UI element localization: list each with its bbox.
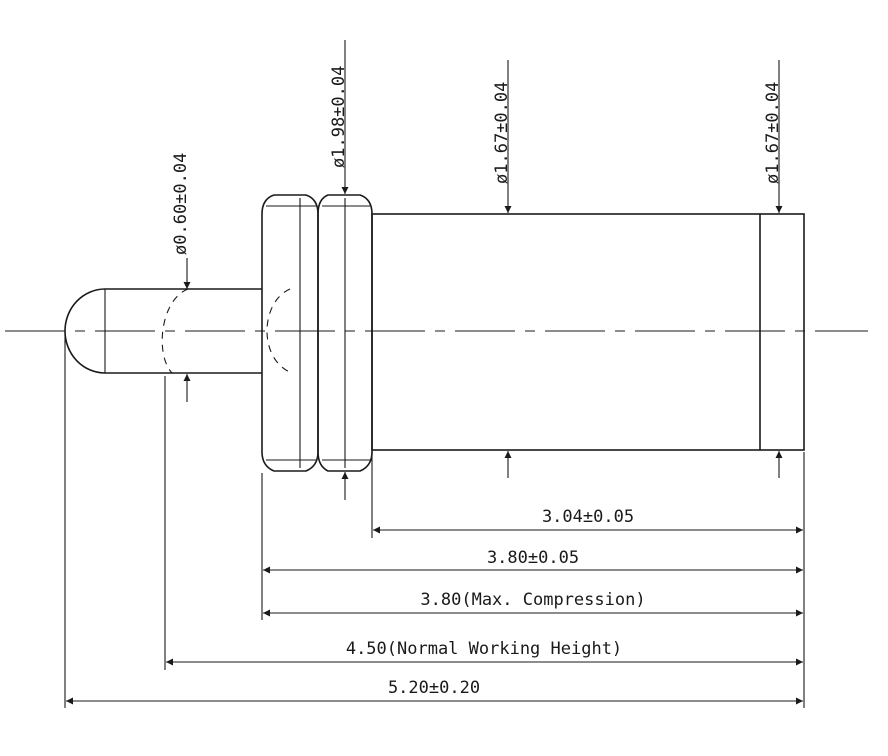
body-length-label: 3.80±0.05 xyxy=(487,548,579,568)
pin-outline xyxy=(5,194,868,472)
plunger-tip xyxy=(64,288,262,374)
plunger-diameter-label: ø0.60±0.04 xyxy=(171,153,191,255)
max-compression-label: 3.80(Max. Compression) xyxy=(420,590,645,610)
barrel-diameter-label: ø1.67±0.04 xyxy=(492,82,512,184)
barrel-length-label: 3.04±0.05 xyxy=(542,507,634,527)
collar-diameter-label: ø1.98±0.04 xyxy=(329,66,349,168)
overall-length-label: 5.20±0.20 xyxy=(388,678,480,698)
length-dimensions: 3.04±0.05 3.80±0.05 3.80(Max. Compressio… xyxy=(64,333,805,708)
collar-left-ring xyxy=(261,194,319,472)
diameter-callouts: ø0.60±0.04 ø1.98±0.04 ø1.67±0.04 ø1.67±0… xyxy=(171,40,783,500)
barrel-body xyxy=(371,213,805,451)
working-height-label: 4.50(Normal Working Height) xyxy=(346,639,622,659)
barrel-end-diameter-label: ø1.67±0.04 xyxy=(763,82,783,184)
collar-right-ring xyxy=(317,194,373,472)
